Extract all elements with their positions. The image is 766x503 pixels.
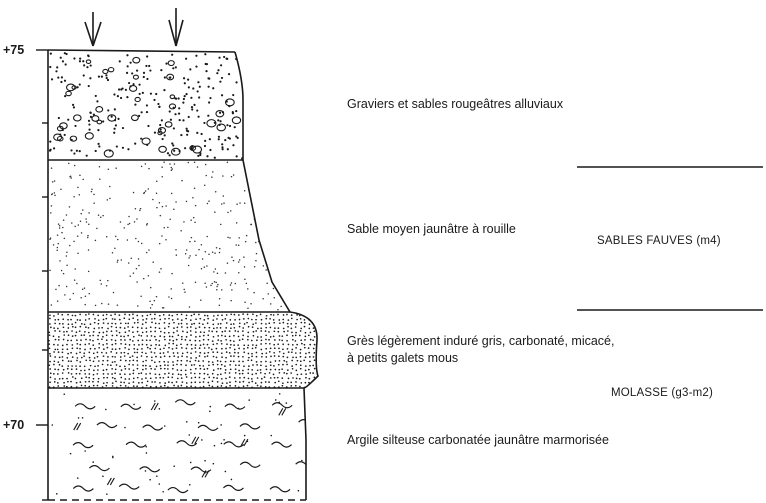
layer-description-gres-line2: à petits galets mous [347, 350, 458, 366]
right-profile-line [235, 52, 318, 500]
layer-description-gres-line1: Grès légèrement induré gris, carbonaté, … [347, 333, 615, 349]
infiltration-arrow-left [85, 12, 101, 46]
argile-pattern [52, 393, 319, 495]
elevation-label-70: +70 [3, 418, 24, 432]
top-surface-line [48, 50, 235, 52]
layer-description-sable: Sable moyen jaunâtre à rouille [347, 221, 516, 237]
layer-description-graviers: Graviers et sables rougeâtres alluviaux [347, 96, 563, 112]
elevation-label-75: +75 [3, 43, 24, 57]
elevation-ticks [36, 50, 48, 500]
layer-description-argile: Argile silteuse carbonatée jaunâtre marm… [347, 432, 609, 448]
gres-pattern [48, 313, 320, 388]
unit-label-molasse: MOLASSE (g3-m2) [611, 385, 713, 401]
infiltration-arrow-right [169, 8, 183, 46]
graviers-pattern [49, 52, 245, 159]
unit-label-sables-fauves: SABLES FAUVES (m4) [597, 233, 721, 249]
